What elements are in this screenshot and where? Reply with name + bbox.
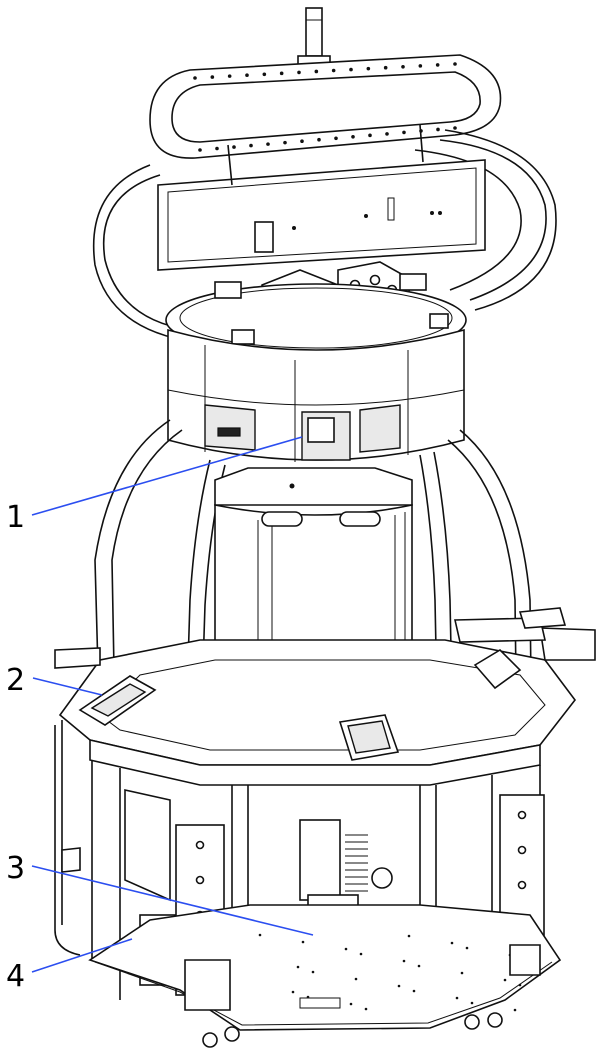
- display-panel: [157, 124, 486, 271]
- callout-1: 1: [6, 500, 25, 535]
- control-pods: [78, 607, 567, 761]
- leader-line-3: [31, 865, 314, 936]
- callout-2: 2: [6, 663, 25, 698]
- upper-drum: [167, 328, 465, 462]
- lower-cabinet: [54, 720, 562, 1048]
- leader-line-2: [32, 677, 103, 696]
- callout-leaders: [31, 436, 314, 973]
- beacon-light: [297, 7, 331, 67]
- callout-labels: 1 2 3 4: [6, 500, 25, 994]
- leader-line-4: [31, 938, 133, 973]
- callout-4: 4: [6, 959, 25, 994]
- top-halo-ring: [149, 54, 502, 159]
- cable-loops: [92, 129, 557, 343]
- callout-3: 3: [6, 851, 25, 886]
- octagon-tabletop: [54, 617, 596, 786]
- leader-line-1: [31, 436, 303, 516]
